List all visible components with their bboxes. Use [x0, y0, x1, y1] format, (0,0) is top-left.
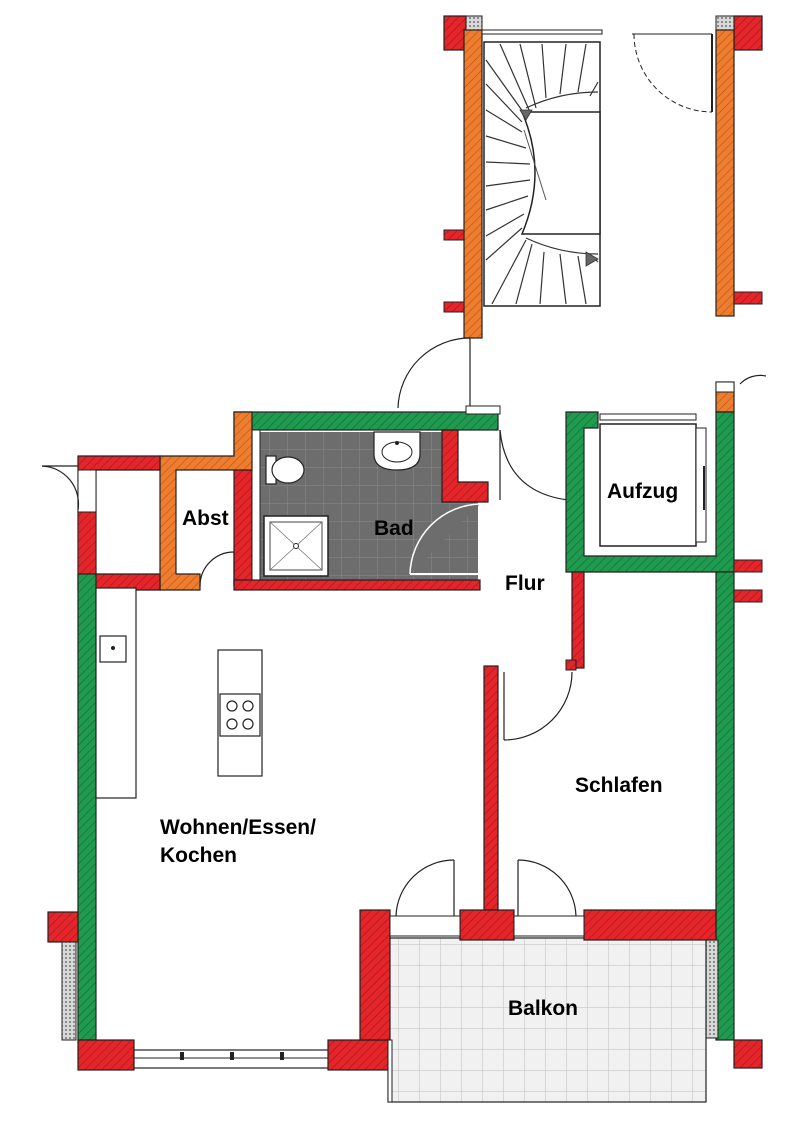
balcony-floor [387, 937, 707, 1103]
living-wall-bottom-right-corner [327, 1039, 391, 1071]
room-label-schlafen: Schlafen [575, 774, 663, 797]
balcony-door-1-swing [395, 859, 455, 917]
bath-door-swing [409, 503, 481, 575]
kitchen-sink-drain [111, 646, 115, 650]
right-wall-bottom-corner [733, 1039, 763, 1069]
elevator-wall [565, 411, 735, 573]
kitchen [95, 587, 263, 799]
entry-door [397, 337, 471, 409]
bath-wall-left-inner [251, 429, 261, 581]
kitchen-counter [95, 587, 137, 799]
elevator-top-rail [599, 413, 697, 421]
stair-wall-stub-right [733, 291, 763, 305]
abst-door-swing [199, 551, 235, 587]
bath-wall-top-stub [465, 405, 501, 415]
room-label-flur: Flur [505, 572, 545, 595]
balcony-wall-mid [459, 909, 515, 941]
landing-wall-stub-top [715, 381, 735, 393]
stair-arrow-down [585, 251, 599, 267]
abst-left-column-red [77, 511, 97, 575]
balcony [359, 859, 717, 1103]
stair-wall-stub-left-2 [443, 301, 465, 313]
balcony-door-2-swing [517, 859, 577, 917]
schlafen-door-swing [503, 671, 573, 741]
stair-treads [485, 43, 599, 305]
abst-wall-orange [159, 411, 253, 591]
stair-wall-stub-left [443, 229, 465, 241]
window-post-3 [280, 1052, 284, 1060]
entry-door-swing [397, 337, 471, 409]
stair-wall-corner-right [733, 15, 763, 51]
burner-1 [226, 700, 238, 712]
balcony-door-frame-2 [513, 915, 585, 937]
balcony-door-frame-1 [389, 915, 461, 937]
stair-walk-line [523, 129, 547, 201]
elevator-cabin [599, 423, 697, 547]
toilet-bowl [271, 456, 305, 484]
cooktop [219, 693, 261, 737]
right-wall-stub-1 [733, 559, 763, 573]
bath-wall-bottom [233, 579, 481, 591]
window-post-2 [230, 1052, 234, 1060]
elevator-door-rail [695, 427, 707, 543]
balcony-rail-left [387, 1039, 393, 1103]
right-wall-stub-2 [733, 589, 763, 603]
elevator [565, 411, 735, 573]
living-wall-left-dots [61, 941, 77, 1041]
burner-4 [242, 718, 254, 730]
stair-arrow-up [519, 109, 533, 121]
burner-2 [242, 700, 254, 712]
room-label-aufzug: Aufzug [607, 480, 678, 503]
balcony-wall-left [359, 909, 391, 1041]
stair-wall-left [463, 29, 483, 339]
room-label-wohnen-line2: Kochen [160, 844, 237, 867]
flur-wall-stub [565, 659, 577, 671]
room-label-wohnen-line1: Wohnen/Essen/ [160, 816, 316, 839]
stair-eye [520, 111, 601, 235]
flur-wall-right-upper [571, 571, 585, 669]
room-label-abst: Abst [182, 507, 229, 530]
room-label-balkon: Balkon [508, 997, 578, 1020]
living-wall-left [77, 573, 97, 1041]
burner-3 [226, 718, 238, 730]
shower-drain [293, 543, 299, 549]
flur-door-swing [499, 429, 569, 501]
living-wall-left-red-top [47, 911, 79, 943]
schlafen-wall-right [715, 571, 735, 1041]
bath-sink-drain [395, 441, 399, 445]
stair-wall-right [715, 29, 735, 317]
schlafen-wall-left [483, 665, 499, 911]
window-post-1 [180, 1052, 184, 1060]
storage-room [41, 411, 253, 591]
bath-wall-right [441, 429, 489, 503]
bath-wall-top [233, 411, 499, 431]
stairwell [443, 15, 763, 339]
stair-wall-top [481, 29, 603, 35]
stair-landing-door-swing [739, 374, 767, 385]
living-wall-bottom-left-corner [77, 1039, 135, 1071]
bathroom [233, 405, 501, 591]
left-exterior-door-swing [41, 465, 80, 511]
room-label-bad: Bad [374, 517, 414, 540]
balcony-wall-right [583, 909, 717, 941]
stair-door-swing [633, 33, 713, 113]
stair-wall-corner-left [443, 15, 467, 51]
